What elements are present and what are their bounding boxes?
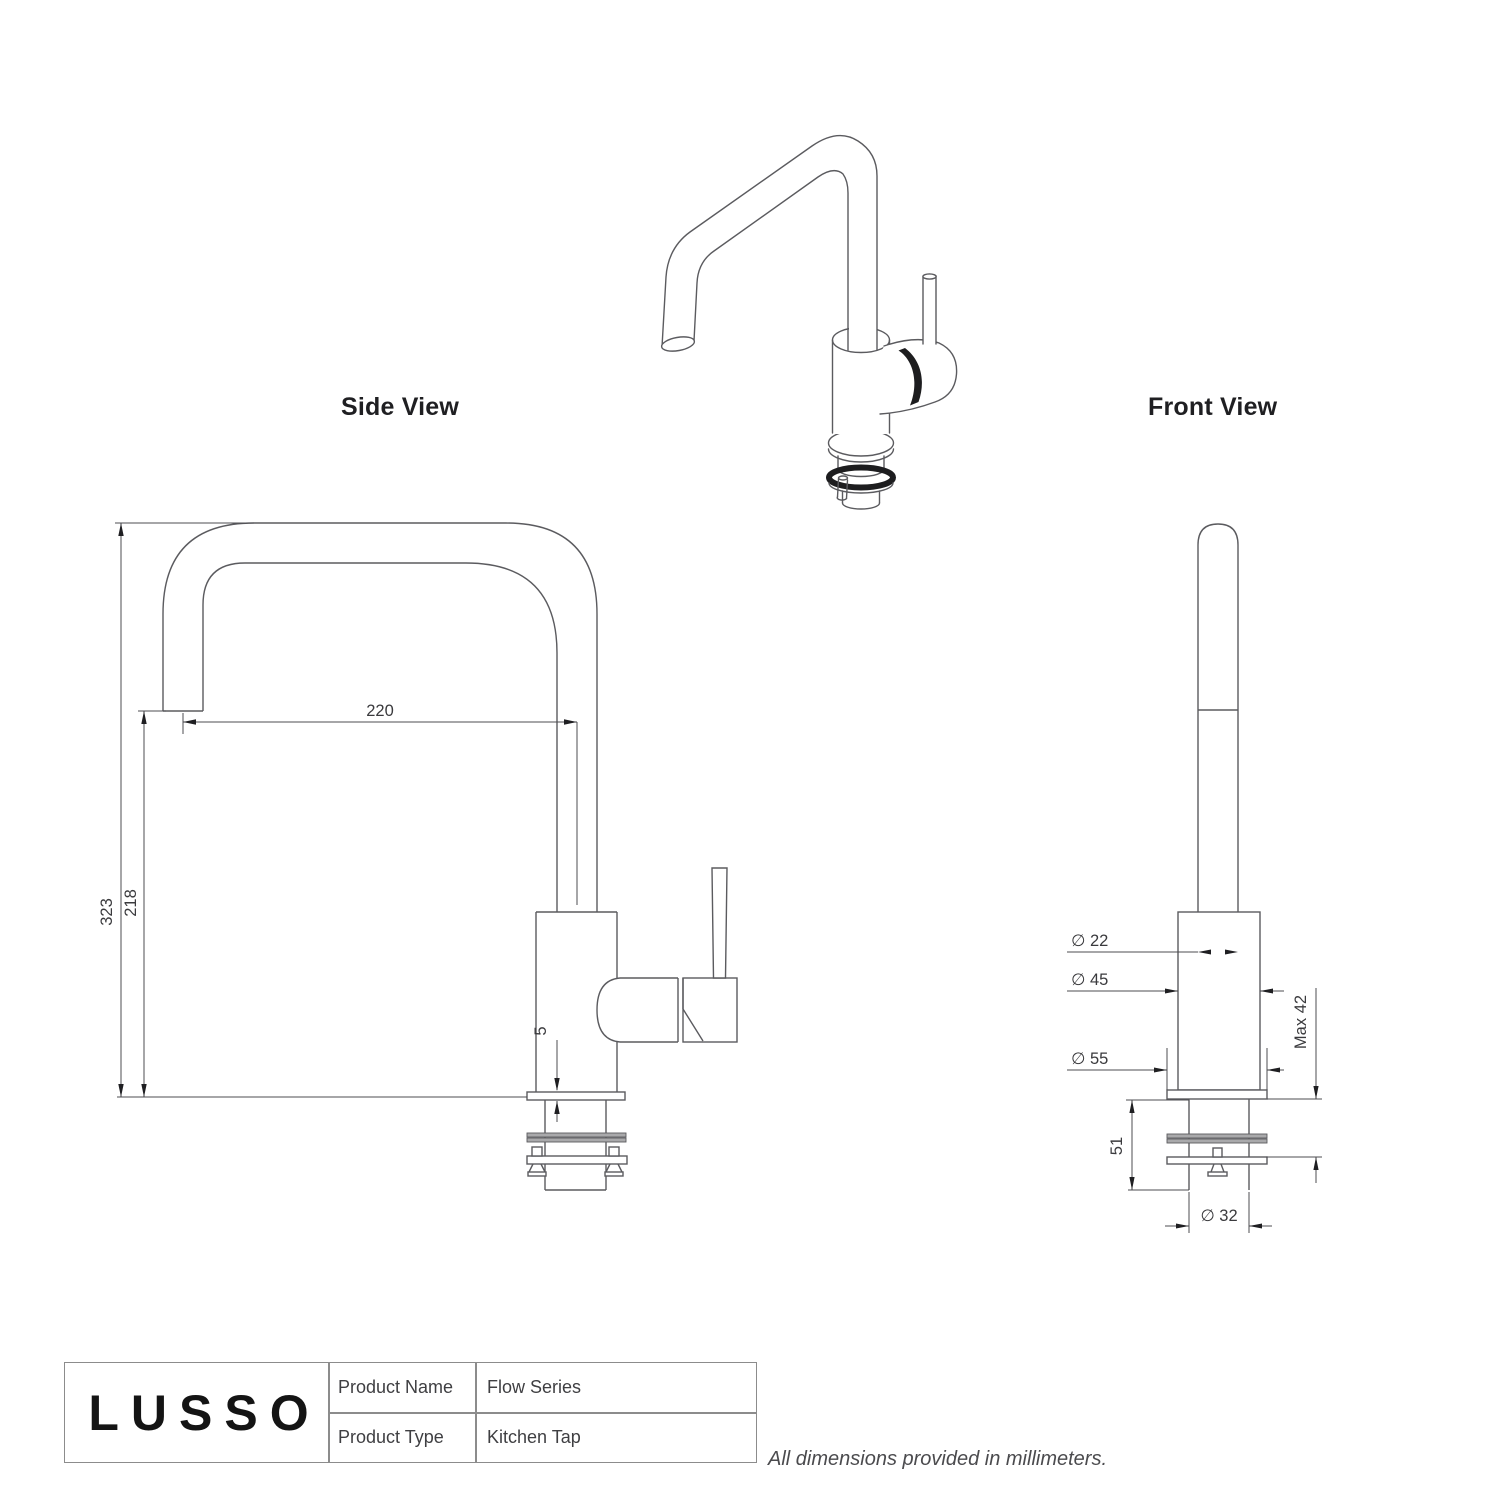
product-name-value: Flow Series: [487, 1377, 582, 1397]
side-base-hardware: [526, 1091, 628, 1191]
dim-body-diameter: ∅ 45: [1071, 971, 1108, 989]
dimension-arrows: [1129, 949, 1319, 1229]
isometric-handle: [875, 273, 958, 415]
dim-spout-height: 218: [122, 889, 140, 917]
dim-shank-diameter: ∅ 32: [1200, 1207, 1237, 1225]
product-type-value: Kitchen Tap: [487, 1427, 581, 1447]
dim-spout-reach: 220: [366, 702, 394, 720]
dim-shank-length: 51: [1108, 1137, 1126, 1155]
dim-spout-diameter: ∅ 22: [1071, 932, 1108, 950]
product-type-label: Product Type: [338, 1427, 444, 1447]
side-view-drawing: [162, 522, 738, 1191]
isometric-base-hardware: [826, 429, 896, 510]
front-base-hardware: [1166, 1099, 1268, 1190]
side-body: [535, 911, 618, 1092]
front-view-title: Front View: [1148, 393, 1278, 421]
title-block-divider: [328, 1412, 756, 1414]
title-block: LUSSO Product Name Flow Series Product T…: [64, 1362, 757, 1463]
mounting-bolt-right: [604, 1146, 624, 1177]
side-view-dimensions: 220 323 218 5: [98, 522, 578, 1122]
handle-seal-dark: [898, 348, 922, 406]
isometric-view: [660, 134, 958, 510]
side-view-title: Side View: [341, 393, 460, 421]
dim-flange-diameter: ∅ 55: [1071, 1050, 1108, 1068]
mounting-bolt-left: [527, 1146, 547, 1177]
isometric-spout: [660, 134, 878, 352]
side-spout: [162, 522, 598, 912]
dimension-arrows: [118, 523, 577, 1114]
dim-flange-thickness: 5: [532, 1026, 550, 1035]
front-body: [1166, 911, 1268, 1100]
dim-total-height: 323: [98, 898, 116, 926]
brand-logo: LUSSO: [88, 1384, 321, 1441]
dim-max-counter-thickness: Max 42: [1292, 995, 1310, 1049]
front-spout: [1197, 523, 1239, 958]
mounting-bolt-front: [1207, 1147, 1228, 1177]
front-view-dimensions: ∅ 22 ∅ 45 ∅ 55 Max 42 51 ∅ 32: [1067, 932, 1322, 1233]
spout-outlet-icon: [660, 336, 696, 352]
front-view-drawing: [1166, 523, 1268, 1190]
product-name-label: Product Name: [338, 1377, 454, 1397]
side-handle: [596, 867, 738, 1043]
dimensions-footnote: All dimensions provided in millimeters.: [768, 1448, 1108, 1470]
